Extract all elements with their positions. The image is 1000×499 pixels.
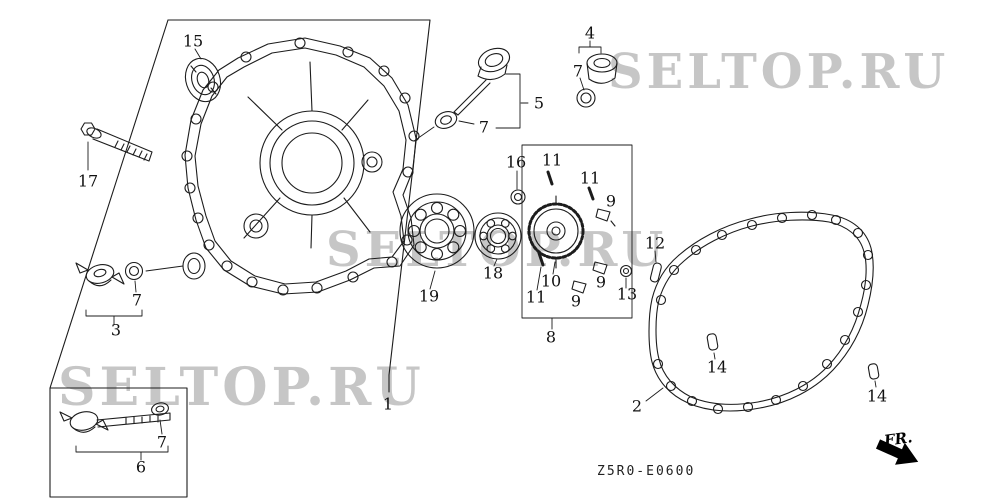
part-label-12: 12 bbox=[644, 233, 666, 253]
gasket-bolt-holes bbox=[652, 209, 874, 415]
sealing-washer bbox=[434, 111, 458, 129]
dipstick-cap bbox=[59, 402, 171, 433]
fr-direction-arrow bbox=[875, 439, 919, 465]
part-label-7c: 7 bbox=[131, 290, 143, 310]
flange-bolt bbox=[80, 122, 153, 162]
part-label-9a: 9 bbox=[605, 191, 617, 211]
governor-weights bbox=[571, 208, 616, 294]
dowel-pin bbox=[867, 363, 880, 380]
cover-gasket bbox=[648, 209, 874, 415]
part-label-19: 19 bbox=[418, 286, 440, 306]
part-label-7b: 7 bbox=[478, 117, 490, 137]
part-label-17: 17 bbox=[77, 171, 99, 191]
dowel-pin bbox=[706, 333, 719, 351]
sealing-washer bbox=[576, 88, 596, 108]
governor-assembly-box bbox=[521, 144, 633, 319]
ball-bearing-small bbox=[474, 212, 522, 260]
part-label-7a: 7 bbox=[572, 61, 584, 81]
part-label-3: 3 bbox=[110, 320, 122, 340]
part-label-14a: 14 bbox=[706, 357, 728, 377]
part-label-7d: 7 bbox=[156, 432, 168, 452]
part-label-8: 8 bbox=[545, 327, 557, 347]
sealing-washer bbox=[124, 261, 144, 281]
cover-bolt-holes bbox=[181, 37, 420, 296]
governor-pins bbox=[537, 170, 595, 267]
drain-plug-cap bbox=[576, 53, 618, 108]
governor-gear bbox=[527, 195, 585, 269]
diagram-code: Z5R0-E0600 bbox=[597, 464, 696, 479]
oil-seal bbox=[184, 57, 222, 103]
part-label-11a: 11 bbox=[541, 150, 563, 170]
part-label-10: 10 bbox=[540, 271, 562, 291]
part-label-9c: 9 bbox=[595, 272, 607, 292]
part-label-18: 18 bbox=[482, 263, 504, 283]
part-label-4: 4 bbox=[584, 23, 596, 43]
part-label-2: 2 bbox=[631, 396, 643, 416]
ball-bearing-large bbox=[399, 193, 475, 269]
part-label-14b: 14 bbox=[866, 386, 888, 406]
part-label-5: 5 bbox=[533, 93, 545, 113]
frame-lines bbox=[49, 19, 431, 498]
small-washer bbox=[619, 264, 633, 278]
leader-lines bbox=[87, 48, 877, 435]
holder-pin bbox=[649, 262, 662, 283]
thrust-washer bbox=[510, 189, 526, 205]
oil-level-gauge bbox=[434, 47, 511, 129]
part-label-1: 1 bbox=[382, 394, 394, 414]
sealing-washer bbox=[151, 402, 169, 416]
part-label-13: 13 bbox=[616, 284, 638, 304]
group-brackets bbox=[75, 40, 602, 461]
crankcase-cover bbox=[181, 37, 420, 296]
part-label-16: 16 bbox=[505, 152, 527, 172]
oil-filler-cap bbox=[75, 261, 144, 287]
part-label-15: 15 bbox=[182, 31, 204, 51]
part-label-6: 6 bbox=[135, 457, 147, 477]
watermark-text: SELTOP.RU bbox=[608, 44, 950, 100]
part-label-11c: 11 bbox=[525, 287, 547, 307]
part-label-9b: 9 bbox=[570, 291, 582, 311]
part-label-11b: 11 bbox=[579, 168, 601, 188]
